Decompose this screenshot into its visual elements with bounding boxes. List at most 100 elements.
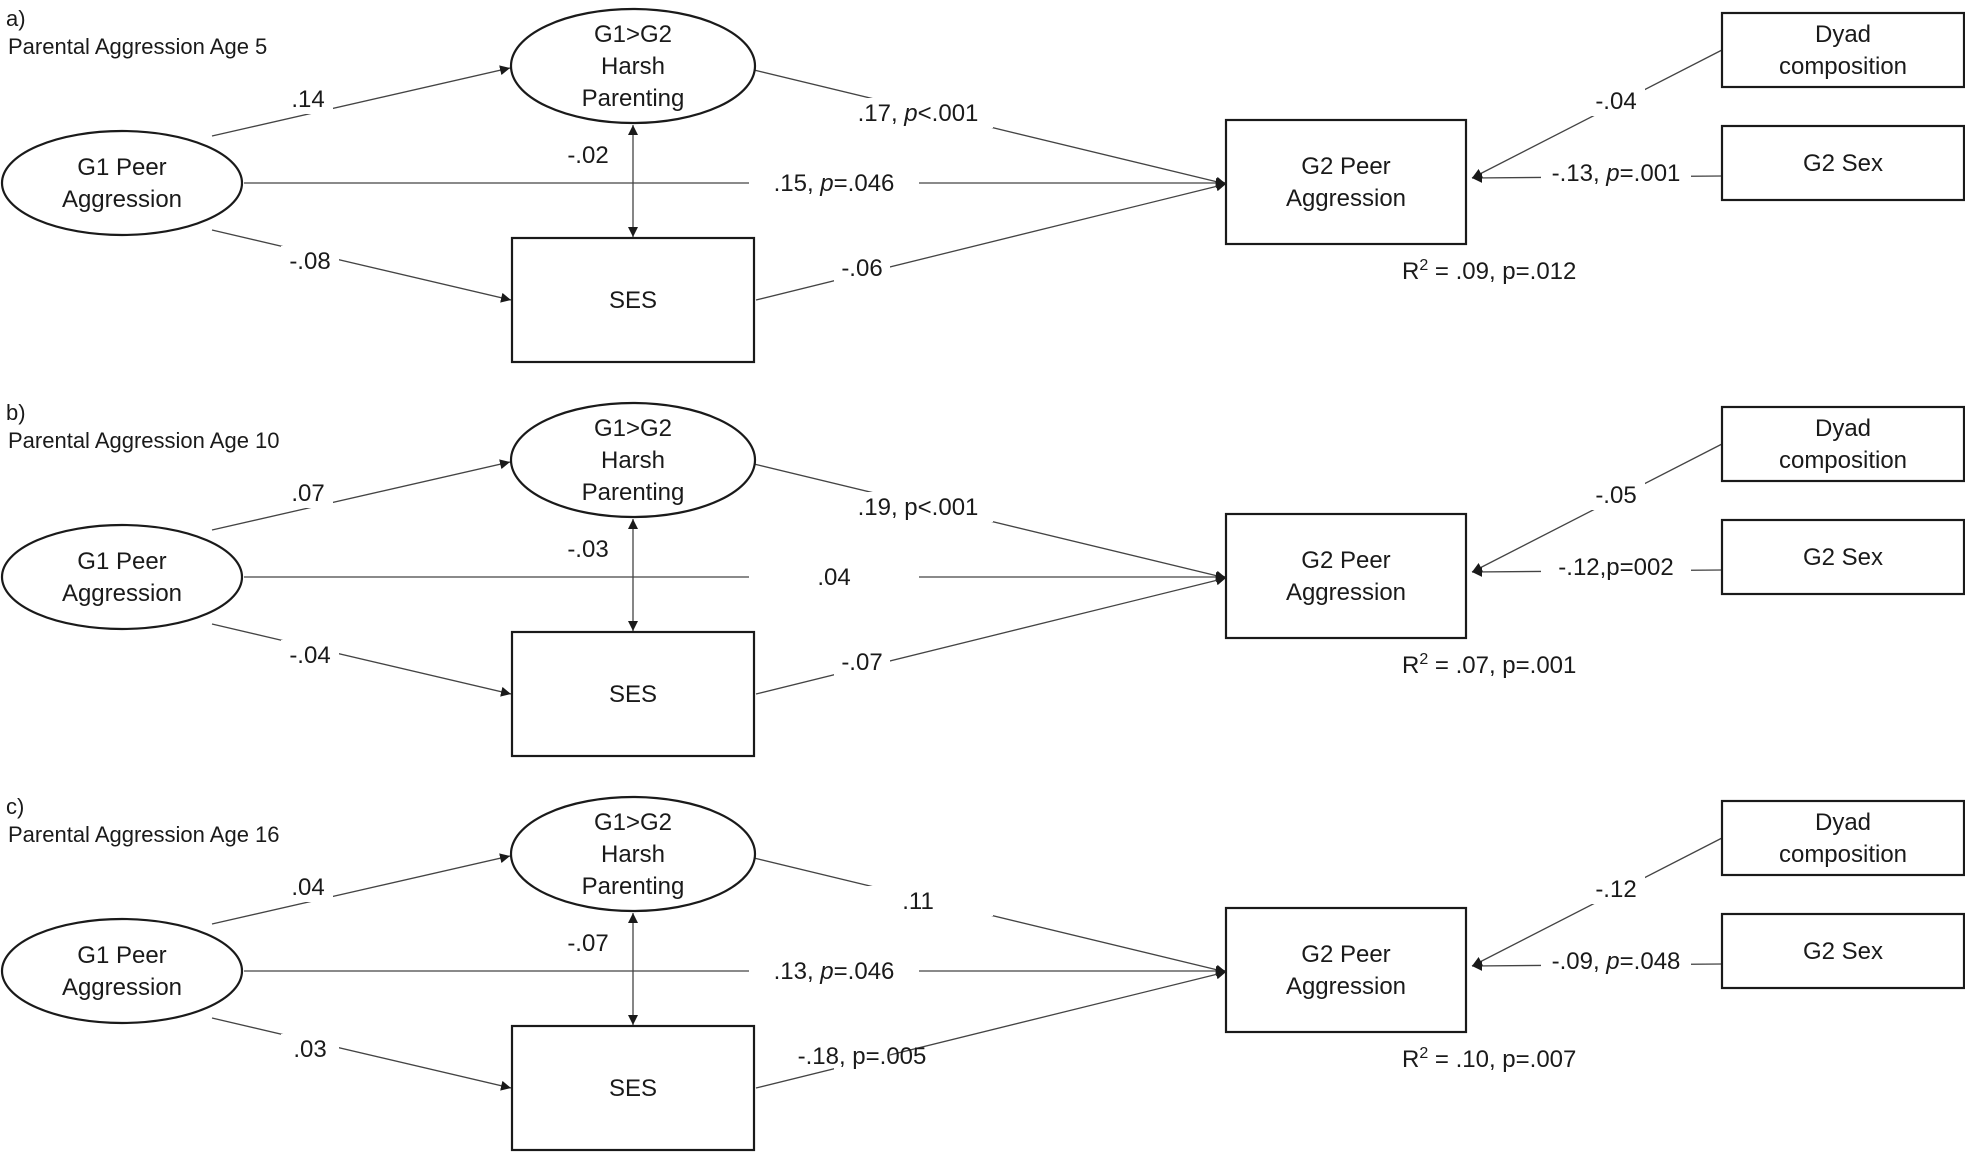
- path-g1-to-ses: [211, 623, 512, 697]
- path-label-background: [749, 562, 919, 592]
- panel-letter: b): [6, 400, 26, 425]
- path-coefficient-dyad-to-g2: -.04: [1595, 88, 1636, 115]
- path-label-background: [1587, 480, 1645, 510]
- path-coefficient-ses-to-g2: -.06: [841, 255, 882, 282]
- path-label-background: [834, 647, 890, 677]
- panel-title: Parental Aggression Age 5: [8, 34, 267, 59]
- path-label-background: [281, 640, 339, 670]
- path-label-background: [834, 253, 890, 283]
- path-coefficient-dyad-to-g2: -.05: [1595, 482, 1636, 509]
- path-coefficient-ses-to-g2: -.18, p=.005: [798, 1043, 927, 1070]
- path-coefficient-g1-to-harsh: .07: [291, 480, 324, 507]
- node-g1-ellipse: [0, 917, 244, 1025]
- path-g1-to-harsh: [211, 853, 511, 925]
- node-ses-label: SES: [609, 681, 657, 708]
- node-sex-box: [1720, 518, 1965, 596]
- r-squared-label: R2 = .10, p=.007: [1402, 1045, 1576, 1073]
- panel-letter: c): [6, 794, 24, 819]
- path-label-background: [1541, 552, 1691, 582]
- node-ses-box: [510, 1024, 756, 1152]
- path-coefficient-harsh-to-ses: -.03: [567, 536, 608, 563]
- node-g1-ellipse: [0, 129, 244, 237]
- path-ses-to-g2: [755, 575, 1227, 695]
- path-coefficient-g1-to-g2: .15, p=.046: [774, 170, 895, 197]
- node-ses-box: [510, 630, 756, 758]
- node-g2-box: [1224, 512, 1468, 640]
- path-label-background: [283, 84, 333, 114]
- node-sex-box: [1720, 912, 1965, 990]
- path-label-background: [834, 1041, 890, 1071]
- path-ses-to-g2: [755, 969, 1227, 1089]
- path-g1-to-harsh: [211, 459, 511, 531]
- path-ses-to-g2: [755, 181, 1227, 301]
- path-label-background: [749, 956, 919, 986]
- node-harsh-ellipse: [509, 795, 757, 913]
- node-g1-ellipse: [0, 523, 244, 631]
- panel-letter: a): [6, 6, 26, 31]
- path-coefficient-sex-to-g2: -.12,p=002: [1558, 554, 1673, 581]
- path-label-background: [1587, 86, 1645, 116]
- panel-title: Parental Aggression Age 16: [8, 822, 280, 847]
- node-sex-label: G2 Sex: [1803, 544, 1883, 571]
- path-coefficient-harsh-to-g2: .17, p<.001: [858, 100, 979, 127]
- path-g1-to-ses: [211, 1017, 512, 1091]
- node-g2-box: [1224, 906, 1468, 1034]
- r-squared-label: R2 = .07, p=.001: [1402, 651, 1576, 679]
- node-dyad-box: [1720, 11, 1965, 89]
- path-coefficient-dyad-to-g2: -.12: [1595, 876, 1636, 903]
- node-harsh-ellipse: [509, 401, 757, 519]
- node-sex-label: G2 Sex: [1803, 938, 1883, 965]
- panel-b: b) Parental Aggression Age 10 .07 -.03 -.04.…: [0, 400, 1965, 758]
- path-label-background: [1541, 946, 1691, 976]
- r-squared-label: R2 = .09, p=.012: [1402, 257, 1576, 285]
- node-ses-box: [510, 236, 756, 364]
- path-coefficient-g1-to-ses: -.04: [289, 642, 330, 669]
- panel-c: c)Parental Aggression Age 16.04-.07.03.1…: [0, 794, 1965, 1152]
- panel-a: a) Parental Aggression Age 5 .14 -.02 -.08 .1…: [0, 6, 1965, 364]
- node-sex-label: G2 Sex: [1803, 150, 1883, 177]
- path-label-background: [843, 886, 993, 916]
- node-ses-label: SES: [609, 1075, 657, 1102]
- node-harsh-ellipse: [509, 7, 757, 125]
- path-coefficient-harsh-to-ses: -.02: [567, 142, 608, 169]
- path-coefficient-g1-to-ses: .03: [293, 1036, 326, 1063]
- node-dyad-box: [1720, 799, 1965, 877]
- path-label-background: [283, 872, 333, 902]
- path-coefficient-g1-to-g2: .13, p=.046: [774, 958, 895, 985]
- node-g2-box: [1224, 118, 1468, 246]
- path-label-background: [843, 98, 993, 128]
- path-coefficient-harsh-to-g2: .19, p<.001: [858, 494, 979, 521]
- path-coefficient-sex-to-g2: -.13, p=.001: [1552, 160, 1681, 187]
- path-coefficient-g1-to-ses: -.08: [289, 248, 330, 275]
- path-coefficient-harsh-to-g2: .11: [902, 888, 934, 915]
- path-label-background: [283, 478, 333, 508]
- path-label-background: [281, 1034, 339, 1064]
- node-sex-box: [1720, 124, 1965, 202]
- path-label-background: [843, 492, 993, 522]
- path-label-background: [1587, 874, 1645, 904]
- path-label-background: [749, 168, 919, 198]
- path-label-background: [1541, 158, 1691, 188]
- panel-title: Parental Aggression Age 10: [8, 428, 280, 453]
- node-ses-label: SES: [609, 287, 657, 314]
- path-g1-to-ses: [211, 229, 512, 303]
- node-dyad-box: [1720, 405, 1965, 483]
- path-coefficient-g1-to-harsh: .04: [291, 874, 324, 901]
- path-g1-to-harsh: [211, 65, 511, 137]
- path-coefficient-ses-to-g2: -.07: [841, 649, 882, 676]
- path-coefficient-g1-to-harsh: .14: [291, 86, 324, 113]
- path-coefficient-g1-to-g2: .04: [817, 564, 850, 591]
- path-label-background: [281, 246, 339, 276]
